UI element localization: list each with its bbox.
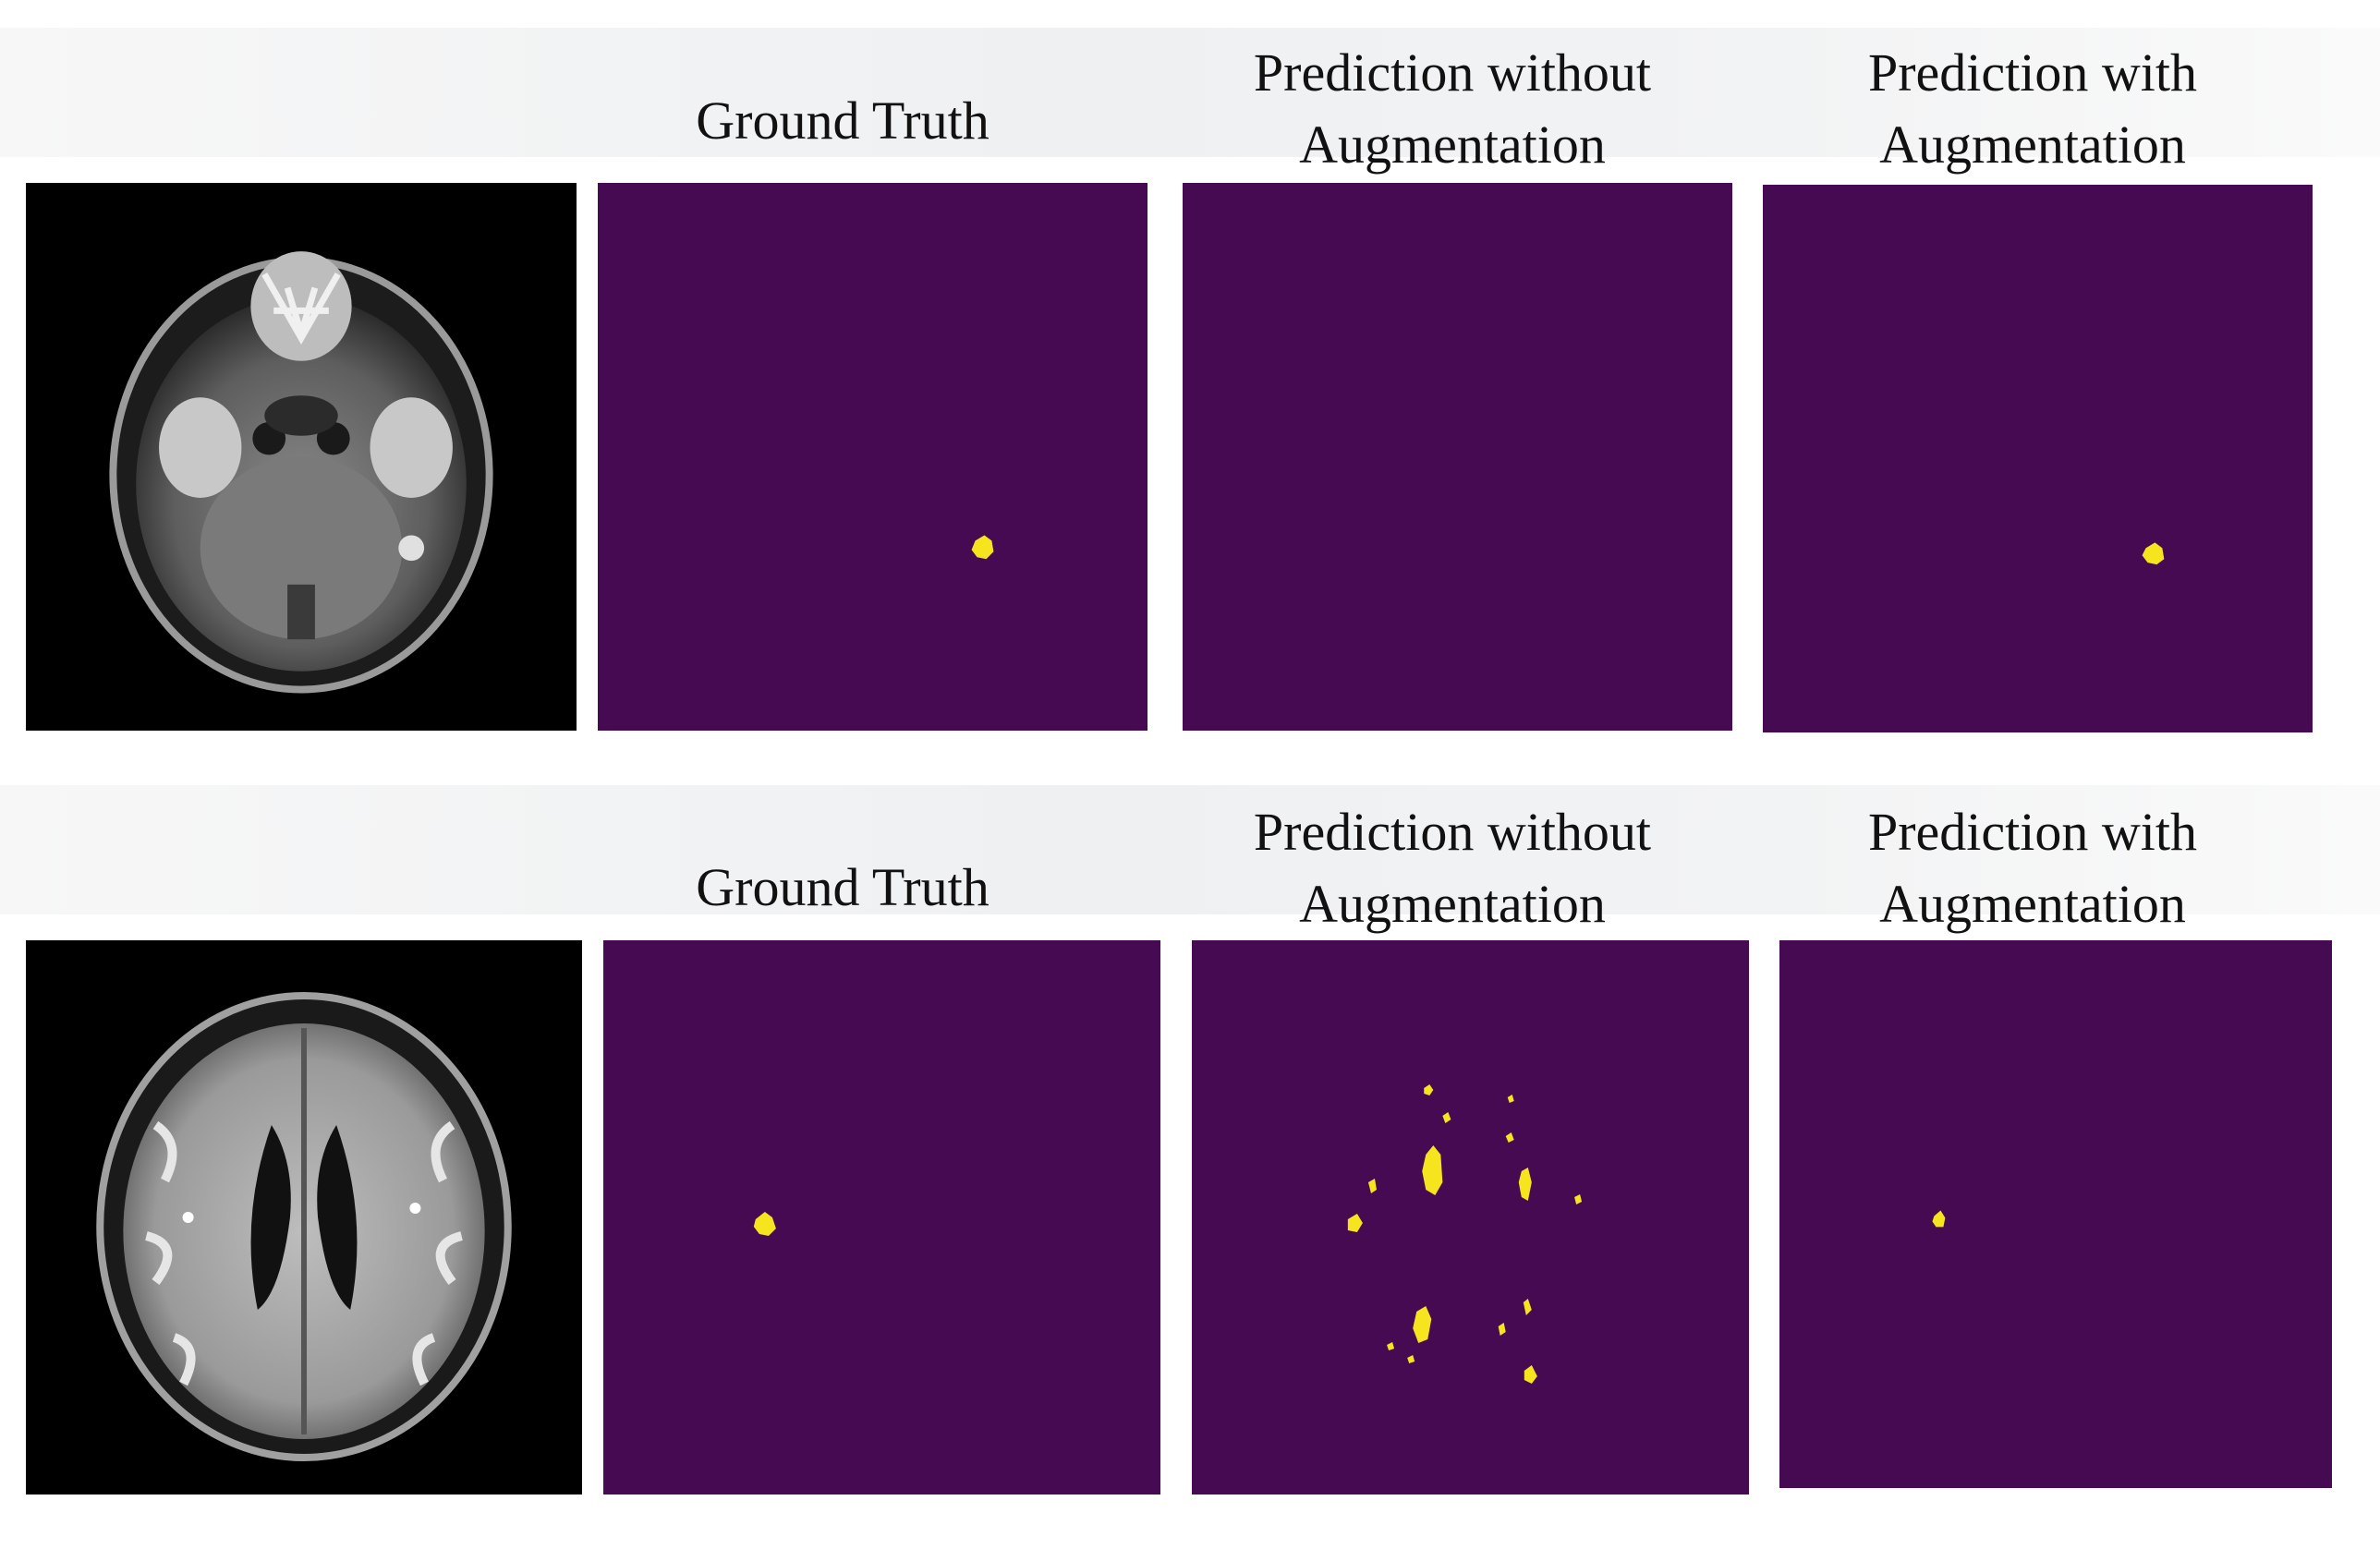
lesion-blob — [1367, 1179, 1377, 1193]
caption-prediction-with-augmentation-row-2: Prediction with Augmentation — [1867, 802, 2197, 934]
lesion-blob — [1422, 1145, 1443, 1195]
lesion-blob — [1574, 1194, 1583, 1204]
lesion-blob — [753, 1212, 776, 1236]
lesion-blob — [1505, 1132, 1514, 1143]
lesion-blob — [1387, 1342, 1395, 1350]
prediction-with-augmentation-mask-row-1 — [1763, 185, 2313, 732]
lesion-blob — [1524, 1365, 1537, 1384]
mri-image-row-2 — [26, 940, 582, 1495]
caption-prediction-with-augmentation-row-1: Prediction with Augmentation — [1867, 42, 2197, 175]
lesion-blob — [1347, 1214, 1363, 1232]
lesion-blob — [2142, 542, 2165, 565]
mri-image-row-1 — [26, 183, 577, 731]
lesion-blob — [1932, 1210, 1946, 1228]
brain-mri-icon — [109, 251, 493, 694]
lesion-blob — [1498, 1323, 1506, 1336]
lesion-blob — [1442, 1112, 1451, 1123]
prediction-without-augmentation-mask-row-1 — [1183, 183, 1732, 731]
lesion-blob — [1518, 1168, 1532, 1201]
lesion-blob — [1424, 1084, 1434, 1095]
lesion-blob — [971, 535, 994, 560]
caption-ground-truth-row-2: Ground Truth — [696, 857, 990, 917]
caption-prediction-without-augmentation-row-2: Prediction without Augmentation — [1253, 802, 1652, 934]
caption-ground-truth-row-1: Ground Truth — [696, 91, 990, 151]
lesion-blob — [1407, 1355, 1415, 1363]
ground-truth-mask-row-1 — [598, 183, 1148, 731]
caption-prediction-without-augmentation-row-1: Prediction without Augmentation — [1253, 42, 1652, 175]
brain-mri-icon — [96, 992, 512, 1461]
caption-band-row-2 — [0, 785, 2380, 914]
lesion-blob — [1507, 1095, 1514, 1103]
prediction-with-augmentation-mask-row-2 — [1779, 940, 2332, 1488]
ground-truth-mask-row-2 — [603, 940, 1160, 1495]
lesion-blob — [1413, 1306, 1432, 1343]
caption-band-row-1 — [0, 28, 2380, 157]
prediction-without-augmentation-mask-row-2 — [1192, 940, 1749, 1495]
lesion-blob — [1523, 1299, 1532, 1315]
